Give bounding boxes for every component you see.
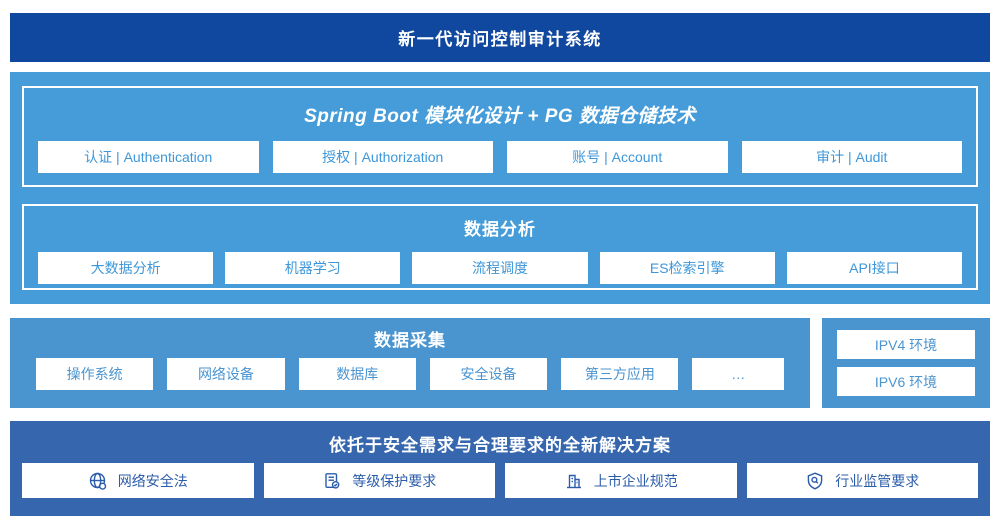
- solution-industry-regulation: 行业监管要求: [746, 463, 978, 498]
- globe-icon: [88, 471, 108, 491]
- module-audit: 审计 | Audit: [741, 141, 962, 173]
- springboot-modules-section: Spring Boot 模块化设计 + PG 数据仓储技术 认证 | Authe…: [22, 86, 978, 187]
- analysis-bigdata: 大数据分析: [38, 252, 214, 284]
- collection-third-party-app: 第三方应用: [561, 358, 679, 390]
- collection-os: 操作系统: [36, 358, 154, 390]
- analysis-machine-learning: 机器学习: [225, 252, 401, 284]
- data-collection-panel: 数据采集 操作系统 网络设备 数据库 安全设备 第三方应用 …: [10, 318, 810, 408]
- data-analysis-title: 数据分析: [464, 220, 536, 239]
- collection-security-device: 安全设备: [429, 358, 548, 390]
- module-authentication: 认证 | Authentication: [38, 141, 259, 173]
- collection-database: 数据库: [298, 358, 416, 390]
- analysis-api: API接口: [786, 252, 963, 284]
- module-authorization: 授权 | Authorization: [272, 141, 493, 173]
- springboot-modules-title: Spring Boot 模块化设计 + PG 数据仓储技术: [304, 106, 696, 127]
- shield-search-icon: [805, 471, 825, 491]
- data-collection-title: 数据采集: [374, 331, 446, 350]
- solution-panel: 依托于安全需求与合理要求的全新解决方案 网络安全法: [10, 421, 990, 516]
- analysis-es-search: ES检索引擎: [599, 252, 775, 284]
- solution-listed-company: 上市企业规范: [505, 463, 737, 498]
- modules-row: 认证 | Authentication 授权 | Authorization 账…: [24, 141, 976, 173]
- collection-more: …: [692, 358, 784, 390]
- module-account: 账号 | Account: [507, 141, 728, 173]
- ipv6-environment: IPV6 环境: [837, 367, 975, 396]
- solution-classified-protection: 等级保护要求: [263, 463, 495, 498]
- building-icon: [564, 471, 584, 491]
- collection-row: 操作系统 网络设备 数据库 安全设备 第三方应用 …: [10, 358, 810, 390]
- collection-network-device: 网络设备: [167, 358, 285, 390]
- checklist-check-icon: [322, 471, 342, 491]
- solution-item-label: 行业监管要求: [835, 472, 920, 489]
- system-title: 新一代访问控制审计系统: [398, 30, 602, 49]
- solution-network-security-law: 网络安全法: [22, 463, 254, 498]
- solution-item-label: 上市企业规范: [593, 472, 678, 489]
- solution-row: 网络安全法 等级保护要求: [10, 463, 990, 498]
- data-analysis-section: 数据分析 大数据分析 机器学习 流程调度 ES检索引擎 API接口: [22, 204, 978, 290]
- top-banner: 新一代访问控制审计系统: [10, 13, 990, 62]
- analysis-workflow: 流程调度: [412, 252, 588, 284]
- platform-panel: Spring Boot 模块化设计 + PG 数据仓储技术 认证 | Authe…: [10, 72, 990, 304]
- analysis-row: 大数据分析 机器学习 流程调度 ES检索引擎 API接口: [24, 252, 976, 284]
- solution-item-label: 网络安全法: [117, 472, 188, 489]
- environments-panel: IPV4 环境 IPV6 环境: [822, 318, 990, 408]
- solution-title: 依托于安全需求与合理要求的全新解决方案: [329, 436, 671, 455]
- solution-item-label: 等级保护要求: [352, 472, 437, 489]
- ipv4-environment: IPV4 环境: [837, 330, 975, 359]
